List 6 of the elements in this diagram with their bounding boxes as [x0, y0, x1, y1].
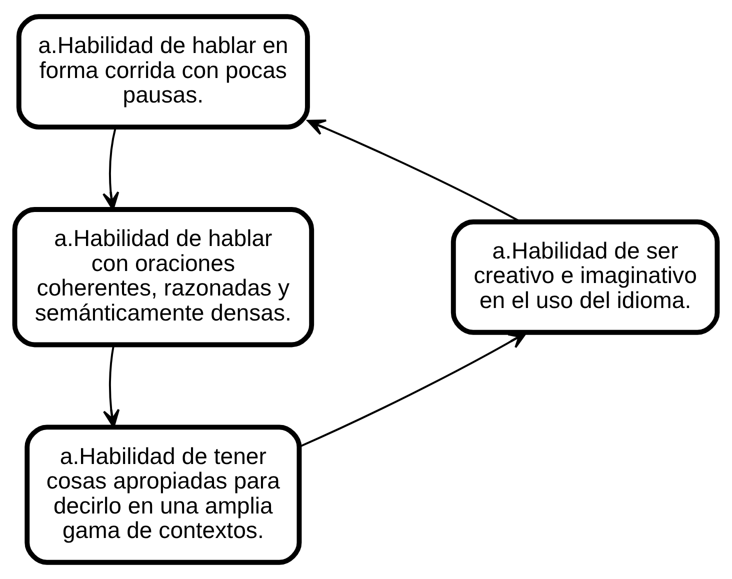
- node-box: a.Habilidad de hablar en forma corrida con pocas pausas.: [16, 14, 310, 130]
- arrow: [299, 332, 528, 448]
- node-box: a.Habilidad de hablar con oraciones coherentes, razonadas y semánticamente densas.: [12, 207, 314, 348]
- node-box: a.Habilidad de ser creativo e imaginativo en el uso del idioma.: [450, 219, 720, 335]
- arrow: [102, 344, 120, 428]
- node-box: a.Habilidad de tener cosas apropiadas para decirlo en una amplia gama de contextos.: [24, 424, 302, 565]
